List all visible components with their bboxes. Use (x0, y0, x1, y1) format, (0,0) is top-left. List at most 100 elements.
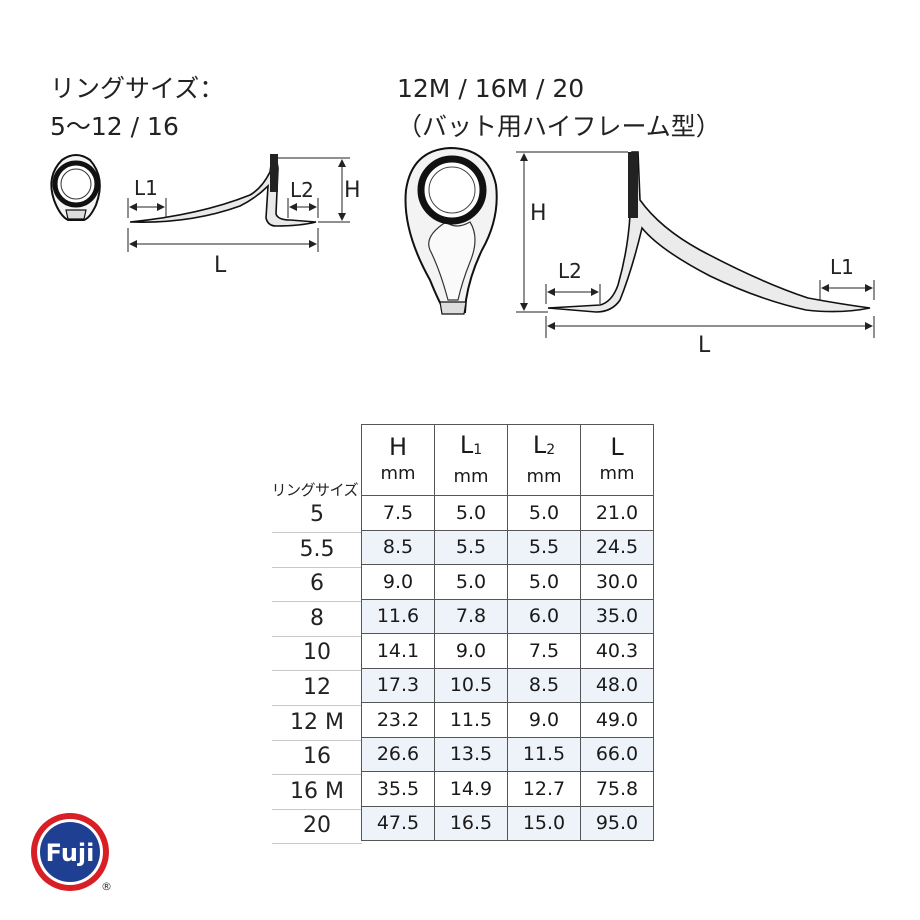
table-cell: 47.5 (361, 805, 435, 841)
column-symbol-subscript: 2 (546, 441, 556, 458)
column-symbol: L2 (508, 431, 580, 464)
ring-size-header: リングサイズ (271, 481, 358, 499)
table-cell: 13.5 (434, 736, 508, 772)
table-cell: 14.9 (434, 771, 508, 807)
table-cell: 5.0 (434, 495, 508, 531)
table-cell: 5.5 (507, 529, 581, 565)
small-guide-dimension-lines (127, 157, 350, 252)
column-symbol-letter: L (532, 430, 547, 459)
table-cell: 8.5 (361, 529, 435, 565)
table-cell: 11.5 (434, 702, 508, 738)
table-cell: 5.0 (434, 564, 508, 600)
table-cell: 21.0 (580, 495, 654, 531)
ring-size-label: 20 (272, 809, 362, 845)
ring-size-label: 16 (272, 740, 362, 776)
column-symbol-subscript: 1 (473, 441, 483, 458)
table-cell: 5.0 (507, 564, 581, 600)
table-cell: 5.5 (434, 529, 508, 565)
table-cell: 15.0 (507, 805, 581, 841)
table-cell: 6.0 (507, 598, 581, 634)
small-l1-label: L1 (134, 176, 158, 200)
table-cell: 12.7 (507, 771, 581, 807)
column-symbol-letter: H (388, 433, 408, 461)
table-cell: 11.6 (361, 598, 435, 634)
table-cell: 7.5 (361, 495, 435, 531)
column-symbol: L (581, 433, 653, 461)
caption-ring-sizes-large: 12M / 16M / 20 （バット用ハイフレーム型） (397, 70, 721, 146)
guide-diagrams: L1 L2 H L H L2 L1 L (50, 146, 875, 358)
table-cell: 75.8 (580, 771, 654, 807)
table-cell: 35.5 (361, 771, 435, 807)
table-cell: 10.5 (434, 667, 508, 703)
large-l1-label: L1 (830, 255, 854, 279)
ring-size-label: 5.5 (272, 533, 362, 568)
caption-right-line1: 12M / 16M / 20 (397, 74, 585, 103)
table-cell: 7.8 (434, 598, 508, 634)
fuji-logo: Fuji (31, 813, 109, 891)
ring-size-label: 8 (272, 602, 362, 637)
column-symbol: H (362, 433, 434, 461)
table-cell: 40.3 (580, 633, 654, 669)
table-cell: 7.5 (507, 633, 581, 669)
table-cell: 9.0 (507, 702, 581, 738)
ring-size-label: 5 (272, 498, 362, 533)
caption-left-line1: リングサイズ： (50, 74, 225, 103)
table-cell: 48.0 (580, 667, 654, 703)
caption-ring-sizes-small: リングサイズ： 5〜12 / 16 (50, 70, 224, 146)
table-cell: 9.0 (434, 633, 508, 669)
table-cell: 66.0 (580, 736, 654, 772)
small-l2-label: L2 (290, 178, 314, 202)
ring-size-label: 12 (272, 671, 362, 706)
table-cell: 11.5 (507, 736, 581, 772)
small-l-label: L (214, 253, 227, 278)
large-h-label: H (530, 201, 547, 226)
column-symbol-letter: L (610, 433, 624, 461)
column-unit: mm (526, 465, 562, 487)
table-cell: 23.2 (361, 702, 435, 738)
table-cell: 24.5 (580, 529, 654, 565)
ring-size-label: 16 M (272, 775, 362, 810)
table-cell: 17.3 (361, 667, 435, 703)
large-l2-label: L2 (558, 259, 582, 283)
large-guide-dimension-lines (516, 151, 875, 338)
small-guide-front-view (50, 154, 101, 221)
table-cell: 14.1 (361, 633, 435, 669)
table-cell: 35.0 (580, 598, 654, 634)
table-cell: 49.0 (580, 702, 654, 738)
table-cell: 26.6 (361, 736, 435, 772)
table-cell: 95.0 (580, 805, 654, 841)
column-symbol: L1 (435, 431, 507, 464)
caption-left-line2: 5〜12 / 16 (50, 112, 179, 141)
small-guide-side-view (129, 154, 317, 227)
column-unit: mm (599, 463, 635, 484)
table-cell: 30.0 (580, 564, 654, 600)
table-cell: 9.0 (361, 564, 435, 600)
table-cell: 16.5 (434, 805, 508, 841)
ring-size-label: 12 M (272, 706, 362, 741)
registered-mark: ® (101, 880, 112, 893)
large-guide-side-view (547, 151, 871, 313)
column-unit: mm (453, 465, 489, 487)
large-guide-front-view (404, 146, 498, 315)
ring-size-label: 6 (272, 567, 362, 603)
fuji-logo-text: Fuji (46, 839, 95, 867)
column-symbol-letter: L (459, 430, 474, 459)
ring-size-label: 10 (272, 636, 362, 672)
